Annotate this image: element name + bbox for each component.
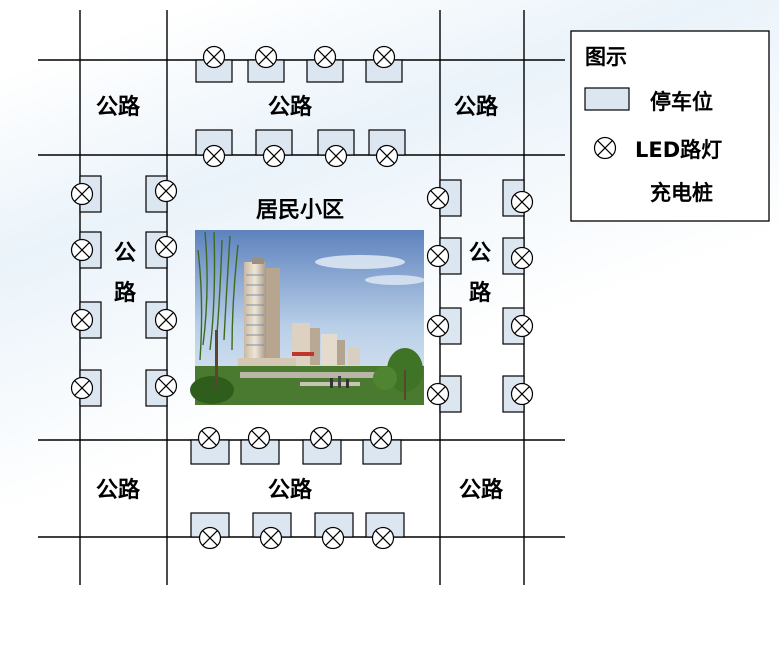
road-label-right-1: 公 <box>469 241 491 266</box>
parking-space <box>426 375 462 413</box>
parking-space <box>365 45 403 83</box>
parking-space <box>365 512 405 550</box>
parking-row-top-inner <box>195 129 406 168</box>
parking-space <box>190 426 230 465</box>
led-charger-icon <box>154 308 178 332</box>
road-grid <box>38 10 565 585</box>
led-charger-icon <box>426 244 450 268</box>
led-charger-icon <box>70 308 94 332</box>
led-charger-icon <box>510 314 534 338</box>
parking-space <box>314 512 354 550</box>
led-charger-icon <box>426 314 450 338</box>
led-charger-icon <box>510 382 534 406</box>
led-charger-icon <box>154 179 178 203</box>
led-charger-icon <box>510 190 534 214</box>
led-charger-icon <box>371 526 395 550</box>
parking-space <box>70 231 102 269</box>
led-charger-icon <box>324 144 348 168</box>
led-charger-icon <box>375 144 399 168</box>
led-charger-icon <box>262 144 286 168</box>
led-charger-icon <box>70 182 94 206</box>
parking-space <box>362 426 402 465</box>
legend-box <box>570 30 770 222</box>
led-charger-icon <box>313 45 337 69</box>
parking-space <box>502 179 534 217</box>
parking-space <box>145 301 178 339</box>
road-label-right-2: 路 <box>469 280 492 306</box>
parking-space <box>145 369 178 407</box>
led-charger-icon <box>197 426 221 450</box>
parking-column-left-outer <box>70 175 102 407</box>
parking-space-icon <box>584 87 630 111</box>
legend-parking-label: 停车位 <box>650 90 713 114</box>
road-label-top-right: 公路 <box>454 94 499 120</box>
parking-space <box>145 231 178 269</box>
led-charger-icon <box>247 426 271 450</box>
parking-space <box>70 301 102 339</box>
parking-column-right-outer <box>502 179 534 413</box>
led-charger-icon <box>593 136 617 160</box>
residential-buildings-photo <box>190 230 425 405</box>
parking-space <box>426 307 462 345</box>
legend-charging-label: 充电桩 <box>650 181 713 205</box>
led-charger-icon <box>202 45 226 69</box>
led-charger-icon <box>198 526 222 550</box>
community-title: 居民小区 <box>256 198 344 223</box>
led-charger-icon <box>202 144 226 168</box>
led-charger-icon <box>372 45 396 69</box>
parking-space <box>426 179 462 217</box>
led-charger-icon <box>154 235 178 259</box>
led-charger-icon <box>70 238 94 262</box>
led-charger-icon <box>369 426 393 450</box>
led-charger-icon <box>254 45 278 69</box>
parking-space <box>190 512 230 550</box>
led-charger-icon <box>259 526 283 550</box>
parking-row-bottom-inner <box>190 426 402 465</box>
led-charger-icon <box>321 526 345 550</box>
road-label-left-2: 路 <box>114 280 137 306</box>
parking-space <box>240 426 280 465</box>
led-charger-icon <box>309 426 333 450</box>
legend-title: 图示 <box>585 45 627 69</box>
led-charger-icon <box>426 382 450 406</box>
road-label-bottom-right: 公路 <box>459 477 504 503</box>
parking-space <box>317 129 355 168</box>
legend: 图示 停车位 LED路灯 充电桩 <box>570 30 770 222</box>
parking-space <box>255 129 293 168</box>
parking-space <box>195 45 233 83</box>
parking-column-left-inner <box>145 175 178 407</box>
parking-space <box>302 426 342 465</box>
parking-space <box>502 237 534 275</box>
led-charger-icon <box>154 374 178 398</box>
parking-space <box>252 512 292 550</box>
parking-space <box>70 369 102 407</box>
legend-led-label: LED路灯 <box>635 138 722 162</box>
parking-space <box>502 375 534 413</box>
parking-row-bottom-outer <box>190 512 405 550</box>
road-label-left-1: 公 <box>114 241 136 266</box>
led-charger-icon <box>426 186 450 210</box>
parking-space <box>247 45 285 83</box>
parking-space <box>502 307 534 345</box>
parking-row-top-outer <box>195 45 403 83</box>
road-label-top-middle: 公路 <box>268 94 313 120</box>
parking-space <box>368 129 406 168</box>
parking-space <box>426 237 462 275</box>
led-charger-icon <box>510 246 534 270</box>
parking-column-right-inner <box>426 179 462 413</box>
parking-space <box>306 45 344 83</box>
road-label-bottom-middle: 公路 <box>268 477 313 503</box>
parking-space <box>195 129 233 168</box>
parking-space <box>70 175 102 213</box>
led-charger-icon <box>70 376 94 400</box>
parking-space <box>145 175 178 213</box>
road-label-bottom-left: 公路 <box>96 477 141 503</box>
road-label-top-left: 公路 <box>96 94 141 120</box>
